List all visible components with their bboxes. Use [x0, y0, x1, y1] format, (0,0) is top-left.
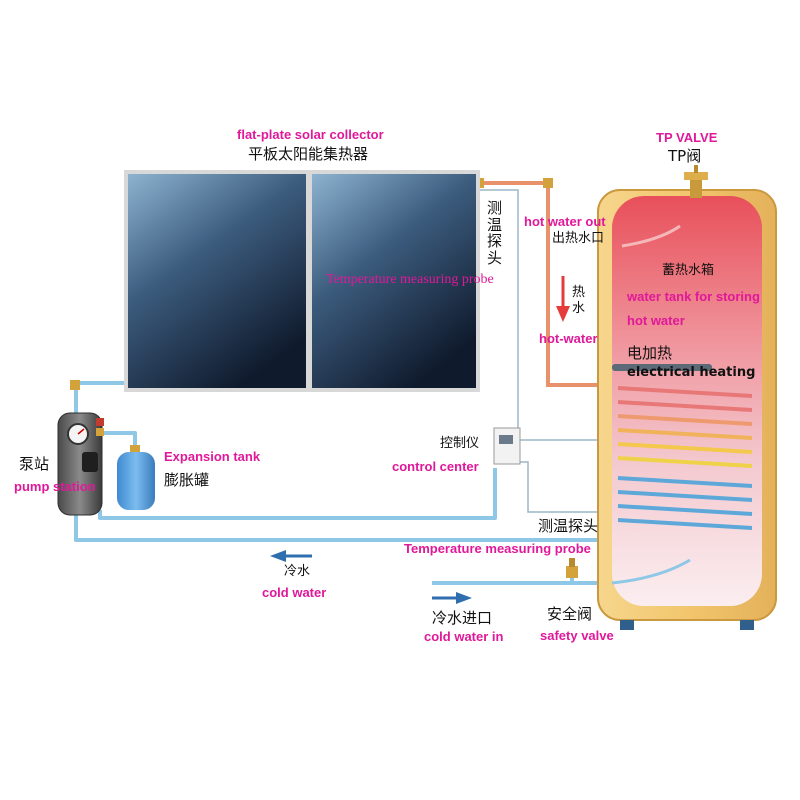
collector-label-en: flat-plate solar collector	[237, 127, 384, 142]
heater-wire	[510, 367, 612, 441]
electric-heating-label-en: electrical heating	[627, 365, 756, 380]
safety-valve	[566, 558, 578, 578]
hot-water-out-label-cn: 出热水口	[552, 231, 605, 246]
cold-water-arrow	[270, 550, 312, 562]
controller-label-en: control center	[392, 459, 479, 474]
hot-water-vert-cn-2: 水	[572, 301, 586, 316]
bottom-probe-label-en: Temperature measuring probe	[404, 541, 591, 556]
solar-panel-right	[308, 170, 480, 392]
bottom-probe-wire	[515, 461, 612, 513]
top-probe-label-en: Temperature measuring probe	[326, 272, 494, 287]
electric-heating-label-cn: 电加热	[627, 344, 673, 362]
hot-water-out-label-en: hot water out	[524, 214, 606, 229]
water-tank	[597, 189, 777, 630]
coil-row-7	[617, 476, 753, 488]
pump-station-label-en: pump station	[14, 479, 96, 494]
hot-water-pipe	[478, 181, 612, 387]
coil-row-5	[617, 442, 753, 454]
expansion-tank-label-cn: 膨胀罐	[164, 471, 210, 489]
hot-water-arrow	[556, 276, 570, 322]
tank-foot-left	[620, 620, 634, 630]
expansion-tank-label-en: Expansion tank	[164, 449, 261, 464]
coil-row-9	[617, 504, 753, 516]
hot-outlet-inner-pipe	[621, 224, 681, 248]
electric-heater-rod	[612, 364, 712, 371]
coil-row-6	[617, 456, 753, 468]
tank-label-en-2: hot water	[627, 313, 685, 328]
coil-row-1	[617, 386, 753, 398]
tp-valve-label-en: TP VALVE	[656, 130, 718, 145]
tank-foot-right	[740, 620, 754, 630]
collector-label-cn: 平板太阳能集热器	[248, 145, 369, 163]
controller-box	[493, 427, 521, 465]
tp-valve	[684, 165, 708, 198]
pump-station-label-cn: 泵站	[19, 455, 50, 473]
hot-water-vert-cn-1: 热	[572, 285, 586, 300]
cold-inlet-inner-pipe	[611, 558, 691, 585]
solar-panel-left	[124, 170, 310, 392]
pump-motor	[82, 452, 98, 472]
safety-valve-label-cn: 安全阀	[547, 605, 593, 623]
expansion-tank	[117, 452, 155, 510]
cold-water-in-arrow	[432, 592, 472, 604]
solar-collectors	[124, 170, 480, 392]
bottom-probe-label-cn: 测温探头	[538, 517, 599, 535]
heat-exchanger-coil	[617, 386, 753, 530]
top-probe-wire	[478, 189, 519, 430]
safety-valve-label-en: safety valve	[540, 628, 614, 643]
coil-row-8	[617, 490, 753, 502]
coil-row-10	[617, 518, 753, 530]
top-probe-label-cn: 测 温 探 头	[487, 199, 503, 267]
cold-water-in-label-en: cold water in	[424, 629, 504, 644]
pump-station	[57, 412, 104, 516]
coil-row-2	[617, 400, 753, 412]
cold-water-in-label-cn: 冷水进口	[432, 609, 493, 627]
controller-label-cn: 控制仪	[440, 436, 480, 451]
tank-label-en-1: water tank for storing	[627, 289, 760, 304]
cold-pipes	[74, 381, 612, 585]
cold-water-label-en: cold water	[262, 585, 327, 600]
pump-down-pipe	[98, 468, 497, 520]
cold-water-label-cn: 冷水	[284, 564, 311, 579]
tank-label-cn: 蓄热水箱	[662, 263, 715, 278]
tp-valve-label-cn: TP阀	[668, 147, 702, 165]
coil-row-4	[617, 428, 753, 440]
hot-water-label-en: hot-water	[539, 331, 598, 346]
tank-inner	[612, 196, 762, 606]
coil-row-3	[617, 414, 753, 426]
